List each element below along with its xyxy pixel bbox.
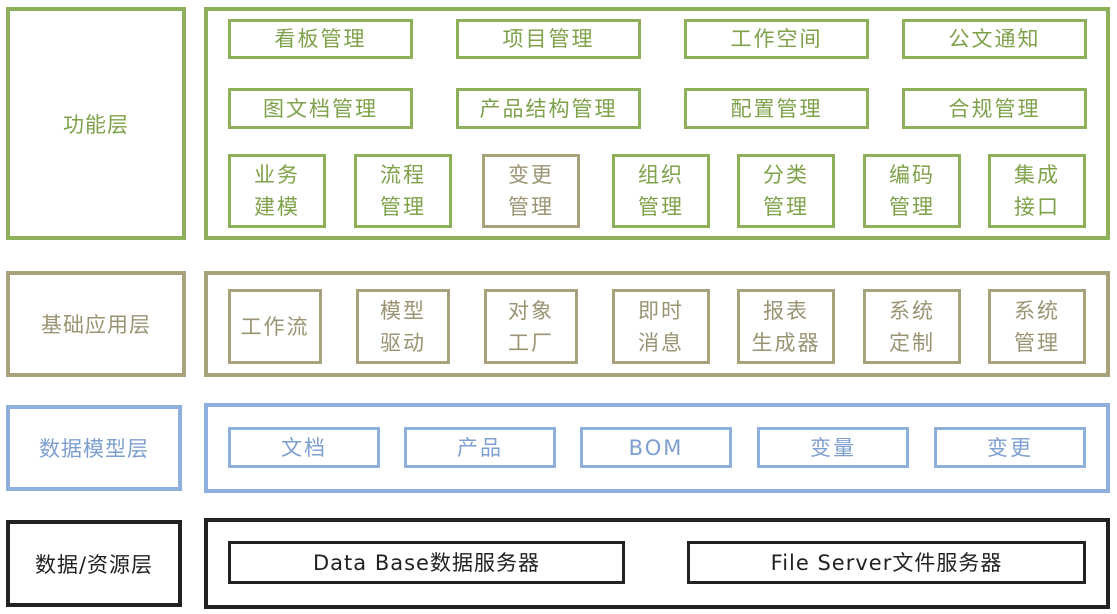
module-classification: 分类管理: [737, 154, 835, 228]
module-project: 项目管理: [456, 19, 641, 59]
resource-layer-label: 数据/资源层: [6, 520, 182, 607]
module-report-generator: 报表生成器: [737, 289, 835, 364]
module-model-driven: 模型驱动: [356, 289, 450, 364]
module-integration: 集成接口: [988, 154, 1086, 228]
module-configuration: 配置管理: [684, 88, 869, 129]
model-change: 变更: [934, 427, 1086, 468]
model-product: 产品: [404, 427, 556, 468]
module-object-factory: 对象工厂: [484, 289, 578, 364]
model-bom: BOM: [580, 427, 732, 468]
functional-layer-label: 功能层: [6, 7, 186, 240]
resource-layer-title: 数据/资源层: [34, 552, 154, 577]
module-product-structure: 产品结构管理: [456, 88, 641, 129]
module-workspace: 工作空间: [684, 19, 869, 59]
foundation-layer-title: 基础应用层: [41, 313, 151, 337]
model-variable: 变量: [757, 427, 909, 468]
module-business-modeling: 业务建模: [228, 154, 326, 228]
module-dashboard: 看板管理: [228, 19, 413, 59]
module-system-customization: 系统定制: [863, 289, 961, 364]
module-change: 变更管理: [482, 154, 580, 228]
data-model-layer-label: 数据模型层: [6, 405, 182, 491]
module-document: 图文档管理: [228, 88, 413, 129]
module-workflow: 工作流: [228, 289, 322, 364]
module-compliance: 合规管理: [902, 88, 1087, 129]
model-document: 文档: [228, 427, 380, 468]
functional-layer-title: 功能层: [63, 112, 129, 137]
module-system-management: 系统管理: [988, 289, 1086, 364]
foundation-layer-label: 基础应用层: [6, 271, 186, 377]
module-process: 流程管理: [354, 154, 452, 228]
module-organization: 组织管理: [612, 154, 710, 228]
file-server: File Server文件服务器: [687, 541, 1086, 584]
module-instant-message: 即时消息: [612, 289, 710, 364]
data-model-layer-title: 数据模型层: [39, 437, 149, 461]
module-notice: 公文通知: [902, 19, 1087, 59]
module-coding: 编码管理: [863, 154, 961, 228]
database-server: Data Base数据服务器: [228, 541, 625, 584]
